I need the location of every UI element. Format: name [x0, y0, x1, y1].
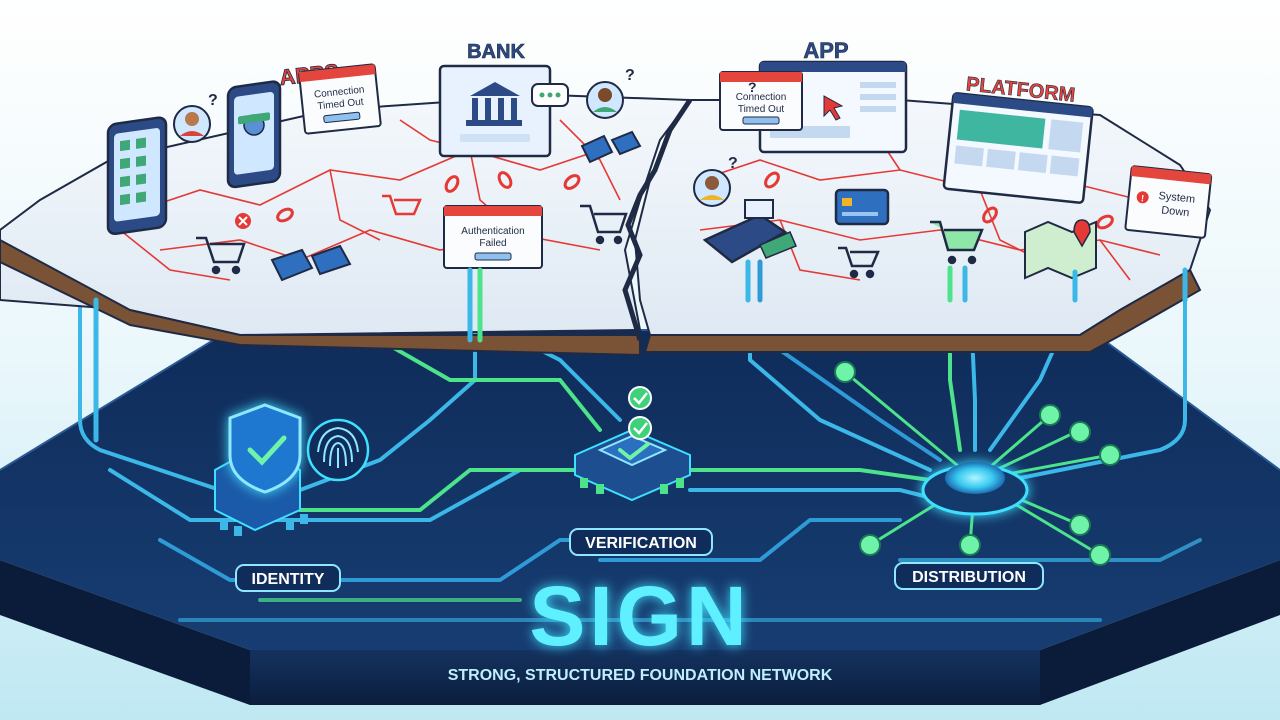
- svg-text:VERIFICATION: VERIFICATION: [585, 535, 697, 552]
- svg-text:Authentication: Authentication: [461, 226, 524, 237]
- profile-phone-icon: [228, 81, 280, 188]
- error-dialog-auth-failed: Authentication Failed: [444, 206, 542, 268]
- error-x-icon: [235, 213, 251, 229]
- svg-text:Timed Out: Timed Out: [738, 104, 785, 115]
- brand-subtitle: STRONG, STRUCTURED FOUNDATION NETWORK: [448, 667, 833, 684]
- pillar-label-verification: VERIFICATION: [570, 529, 712, 555]
- pillar-label-distribution: DISTRIBUTION: [895, 563, 1043, 589]
- error-dialog-system-down: ! System Down: [1125, 166, 1211, 238]
- brand-title: SIGN: [529, 569, 750, 663]
- svg-text:Connection: Connection: [736, 92, 787, 103]
- svg-text:DISTRIBUTION: DISTRIBUTION: [912, 569, 1026, 586]
- label-app: APP: [803, 38, 848, 63]
- bank-icon: [440, 66, 550, 156]
- svg-text:IDENTITY: IDENTITY: [252, 571, 325, 588]
- smartphone-icon: [108, 117, 166, 235]
- svg-text:?: ?: [625, 67, 635, 84]
- shield-check-icon: [230, 405, 300, 492]
- svg-text:?: ?: [728, 155, 738, 172]
- question-mark-icon: ?: [748, 79, 757, 95]
- map-pin-icon: [1025, 220, 1096, 278]
- error-dialog-connection-timeout-apps: Connection Timed Out: [299, 64, 381, 134]
- label-bank: BANK: [467, 41, 525, 63]
- pillar-label-identity: IDENTITY: [236, 565, 340, 591]
- platform-window-icon: [944, 93, 1093, 203]
- credit-card-icon: [836, 190, 888, 224]
- svg-text:?: ?: [208, 92, 218, 109]
- error-dialog-connection-timeout-app: Connection Timed Out: [720, 72, 802, 130]
- svg-text:Failed: Failed: [479, 238, 506, 249]
- chat-bubble-icon: [532, 84, 568, 106]
- fingerprint-icon: [308, 420, 368, 480]
